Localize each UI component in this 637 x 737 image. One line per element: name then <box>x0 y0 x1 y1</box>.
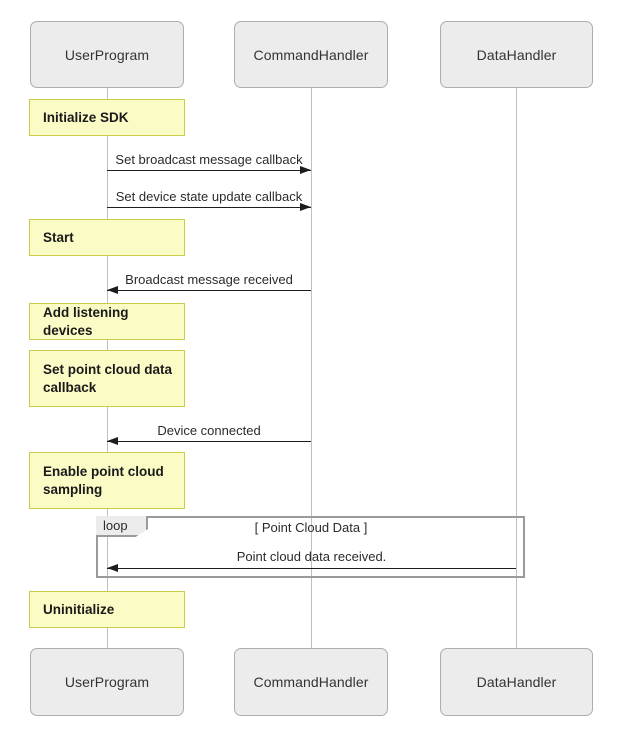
message-label-broadcast-message-received: Broadcast message received <box>125 272 293 287</box>
message-label-device-connected: Device connected <box>157 423 261 438</box>
action-set-point-cloud-data-callback-label: Set point cloud data callback <box>43 361 173 395</box>
arrow-head-set-broadcast-message-callback <box>300 166 311 174</box>
lifeline-commandhandler <box>311 88 312 648</box>
participant-footer-userprogram[interactable]: UserProgram <box>30 648 184 716</box>
lifeline-datahandler <box>516 88 517 648</box>
arrow-head-set-device-state-update-callback <box>300 203 311 211</box>
participant-footer-datahandler[interactable]: DataHandler <box>440 648 593 716</box>
message-line-device-connected <box>107 441 311 442</box>
participant-footer-commandhandler[interactable]: CommandHandler <box>234 648 388 716</box>
action-initialize-sdk[interactable]: Initialize SDK <box>29 99 185 136</box>
message-line-point-cloud-data-received <box>107 568 516 569</box>
arrow-head-device-connected <box>107 437 118 445</box>
message-line-set-broadcast-message-callback <box>107 170 311 171</box>
message-line-set-device-state-update-callback <box>107 207 311 208</box>
participant-footer-datahandler-label: DataHandler <box>476 674 557 690</box>
participant-footer-commandhandler-label: CommandHandler <box>253 674 369 690</box>
fragment-operator-tab-loop[interactable]: loop <box>96 516 148 537</box>
action-set-point-cloud-data-callback[interactable]: Set point cloud data callback <box>29 350 185 407</box>
participant-header-userprogram-label: UserProgram <box>64 46 150 63</box>
message-label-point-cloud-data-received: Point cloud data received. <box>236 549 387 564</box>
fragment-operator-label: loop <box>103 518 128 533</box>
action-add-listening-devices[interactable]: Add listening devices <box>29 303 185 340</box>
participant-header-datahandler[interactable]: DataHandler <box>440 21 593 88</box>
action-start-label: Start <box>43 229 74 245</box>
action-add-listening-devices-label: Add listening devices <box>43 304 129 338</box>
participant-footer-userprogram-label: UserProgram <box>64 674 150 690</box>
action-start[interactable]: Start <box>29 219 185 256</box>
fragment-loop-point-cloud <box>96 516 525 578</box>
action-uninitialize[interactable]: Uninitialize <box>29 591 185 628</box>
action-enable-point-cloud-sampling[interactable]: Enable point cloud sampling <box>29 452 185 509</box>
message-line-broadcast-message-received <box>107 290 311 291</box>
arrow-head-point-cloud-data-received <box>107 564 118 572</box>
fragment-guard-point-cloud-data: [ Point Cloud Data ] <box>254 520 368 535</box>
action-uninitialize-label: Uninitialize <box>43 601 115 617</box>
arrow-head-broadcast-message-received <box>107 286 118 294</box>
message-label-set-broadcast-message-callback: Set broadcast message callback <box>115 152 303 167</box>
participant-header-userprogram[interactable]: UserProgram <box>30 21 184 88</box>
participant-header-datahandler-label: DataHandler <box>476 46 557 63</box>
action-enable-point-cloud-sampling-label: Enable point cloud sampling <box>43 463 164 497</box>
message-label-set-device-state-update-callback: Set device state update callback <box>115 189 303 204</box>
participant-header-commandhandler-label: CommandHandler <box>253 46 369 63</box>
action-initialize-sdk-label: Initialize SDK <box>43 109 129 125</box>
participant-header-commandhandler[interactable]: CommandHandler <box>234 21 388 88</box>
